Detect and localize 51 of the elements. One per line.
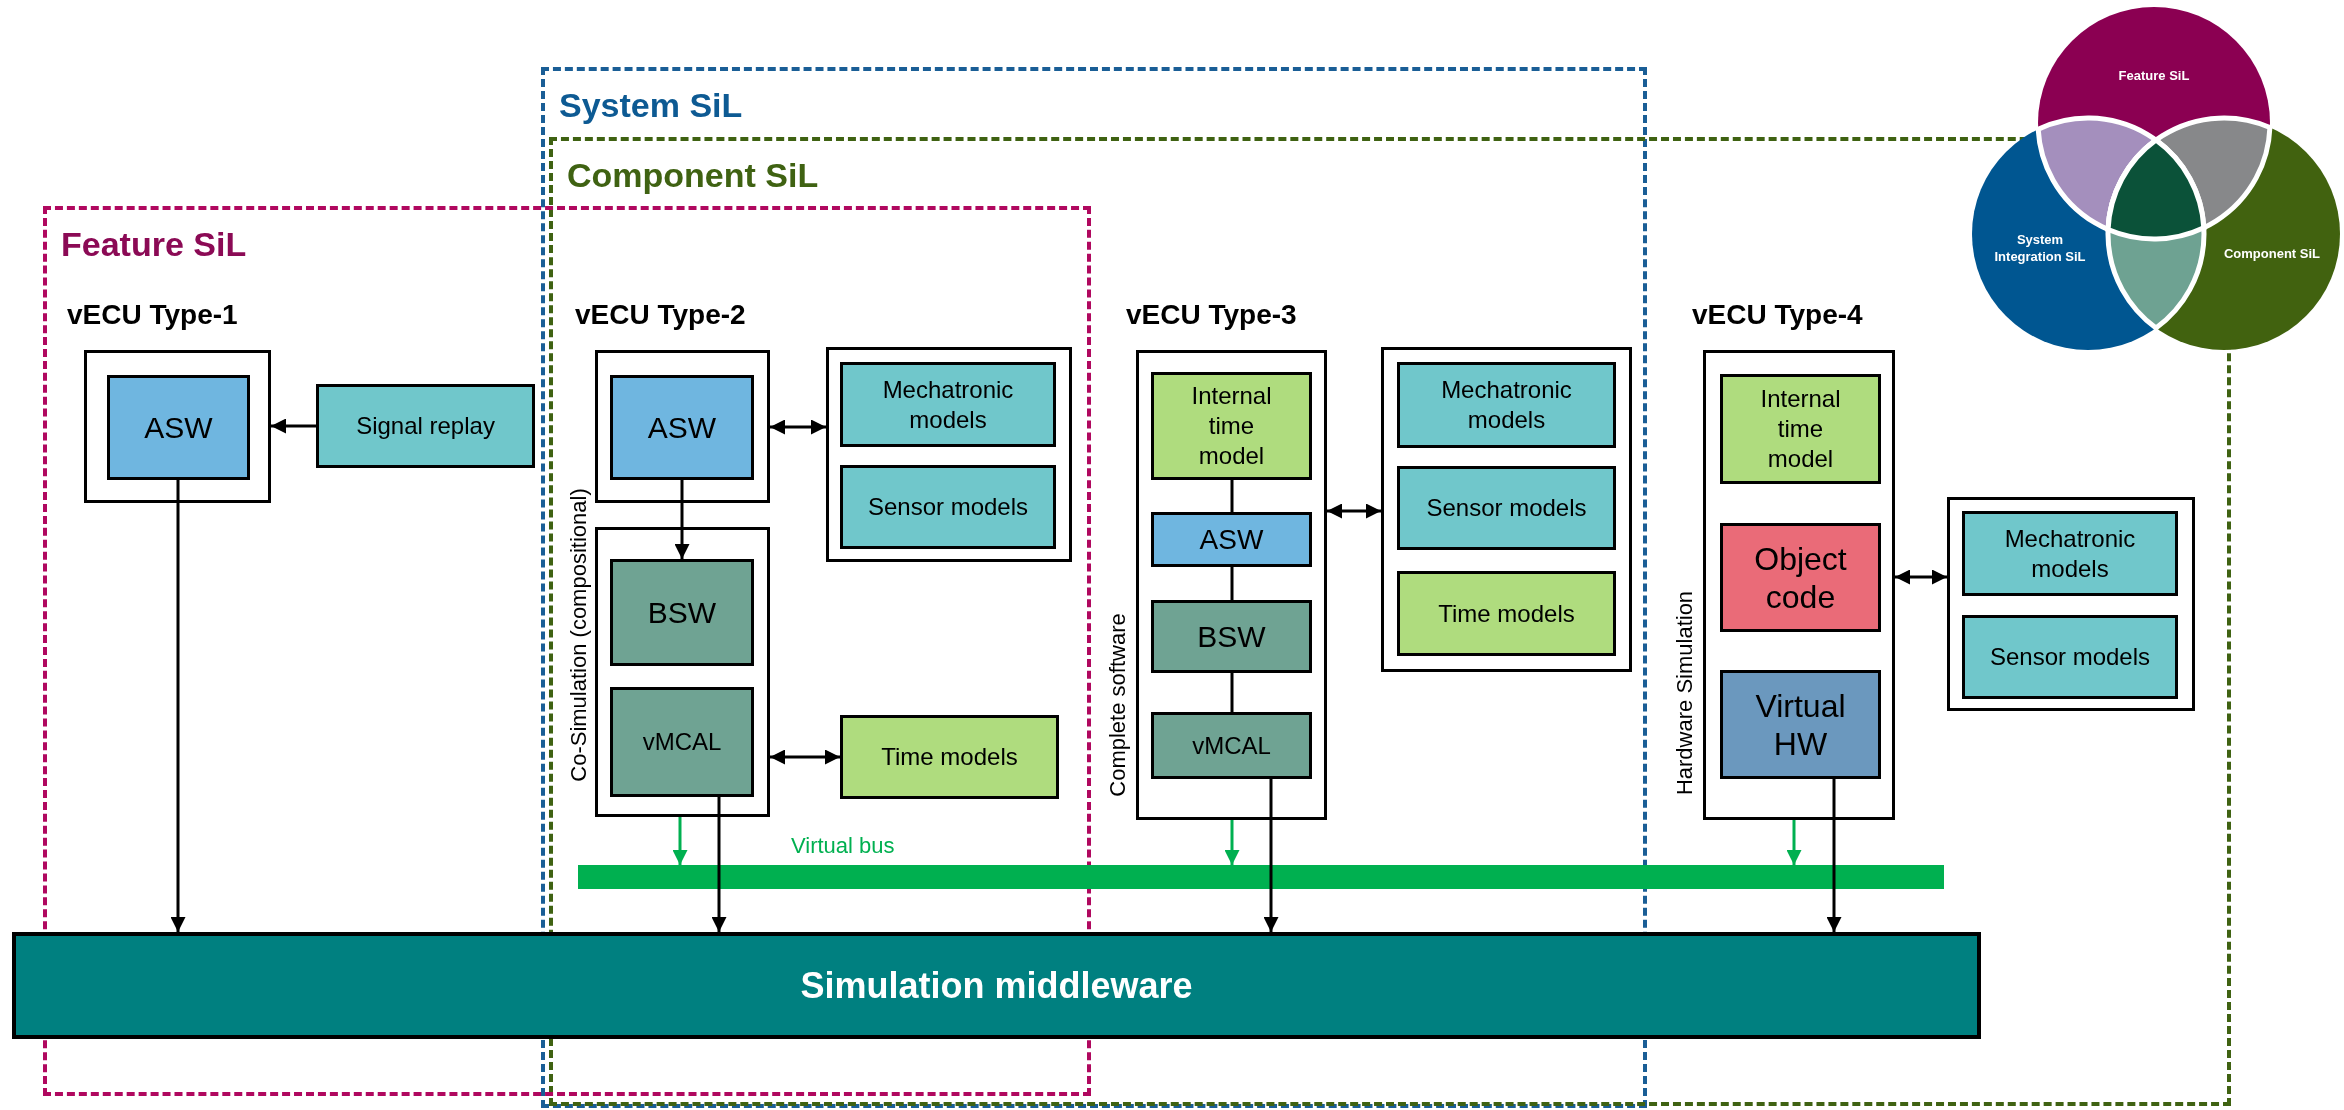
software-block: ASW	[610, 375, 754, 480]
side-label: Co-Simulation (compositional)	[566, 488, 592, 782]
model-block: Time models	[840, 715, 1059, 799]
software-block: Object code	[1720, 523, 1881, 632]
model-block: Sensor models	[840, 465, 1056, 549]
arrow	[1786, 820, 1802, 865]
connector-line	[1230, 567, 1234, 600]
ecu-heading: vECU Type-2	[575, 300, 746, 330]
arrow	[672, 817, 688, 865]
model-block: Mechatronic models	[840, 362, 1056, 447]
middleware-bar: Simulation middleware	[12, 932, 1981, 1039]
bus-label: Virtual bus	[791, 832, 895, 860]
ecu-heading: vECU Type-4	[1692, 300, 1863, 330]
software-block: Internal time model	[1720, 374, 1881, 484]
venn-label: Feature SiL	[2118, 66, 2190, 84]
double-arrow	[1327, 503, 1381, 519]
software-block: vMCAL	[610, 687, 754, 797]
model-block: Time models	[1397, 571, 1616, 656]
connector-line	[1230, 480, 1234, 512]
ecu-heading: vECU Type-1	[67, 300, 238, 330]
double-arrow	[770, 419, 826, 435]
side-label: Complete software	[1105, 613, 1131, 797]
venn-label: Component SiL	[2224, 244, 2320, 262]
region-title: Component SiL	[567, 157, 819, 193]
arrow	[170, 480, 186, 932]
software-block: BSW	[1151, 600, 1312, 673]
model-block: Sensor models	[1397, 466, 1616, 550]
hardware-block: Virtual HW	[1720, 670, 1881, 779]
software-block: ASW	[1151, 512, 1312, 567]
double-arrow	[770, 749, 840, 765]
arrow	[1826, 779, 1842, 932]
region-title: Feature SiL	[61, 226, 247, 262]
arrow	[711, 797, 727, 932]
software-block: Internal time model	[1151, 372, 1312, 480]
arrow	[1263, 779, 1279, 932]
double-arrow	[1895, 569, 1947, 585]
side-label: Hardware Simulation	[1672, 590, 1698, 796]
software-block: ASW	[107, 375, 250, 480]
model-block: Mechatronic models	[1962, 511, 2178, 596]
software-block: vMCAL	[1151, 712, 1312, 779]
ecu-heading: vECU Type-3	[1126, 300, 1297, 330]
arrow	[271, 418, 316, 434]
model-block: Mechatronic models	[1397, 362, 1616, 448]
venn-label: System Integration SiL	[1993, 231, 2087, 265]
arrow	[1224, 820, 1240, 865]
region-title: System SiL	[559, 87, 743, 123]
model-block: Signal replay	[316, 384, 535, 468]
connector-line	[1230, 673, 1234, 712]
model-block: Sensor models	[1962, 615, 2178, 699]
software-block: BSW	[610, 559, 754, 666]
arrow	[674, 480, 690, 559]
